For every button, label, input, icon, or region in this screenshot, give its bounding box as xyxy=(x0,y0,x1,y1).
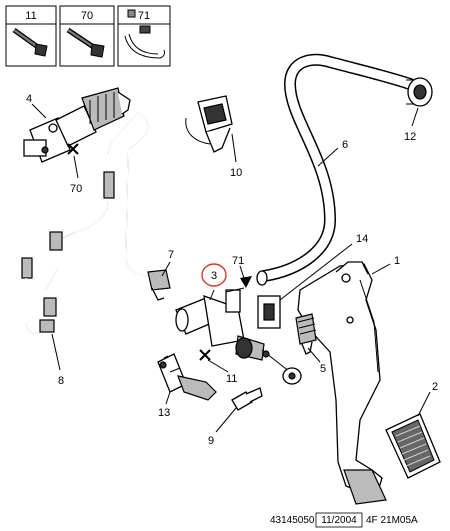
footer-ref-number: 43145050 xyxy=(270,515,315,526)
part-9-pin xyxy=(231,387,263,411)
part-12-grommet xyxy=(406,77,433,107)
part-4-slave-cylinder xyxy=(23,87,131,163)
fastener-marker-70 xyxy=(67,143,79,155)
bolt-icon xyxy=(66,27,105,58)
callout-12: 12 xyxy=(404,131,416,143)
callout-8: 8 xyxy=(58,375,64,387)
part-6-hose xyxy=(256,53,416,286)
hose-clamp-icon xyxy=(124,9,165,59)
callout-71: 71 xyxy=(232,255,244,267)
footer-code: 4F 21M05A xyxy=(366,515,418,526)
arrow-71 xyxy=(240,276,252,288)
callout-10: 10 xyxy=(230,167,242,179)
leader-lines xyxy=(31,103,431,433)
header-box-70-label: 70 xyxy=(81,10,93,22)
callout-11: 11 xyxy=(226,373,237,385)
callout-4: 4 xyxy=(26,93,32,105)
callout-70: 70 xyxy=(70,183,82,195)
header-box-70: 70 xyxy=(59,5,115,67)
header-box-71: 71 xyxy=(117,5,171,67)
header-box-71-label: 71 xyxy=(138,10,150,22)
callout-5: 5 xyxy=(320,363,326,375)
fastener-marker-11 xyxy=(199,349,211,361)
header-box-11: 11 xyxy=(5,5,57,67)
callout-3: 3 xyxy=(211,270,217,282)
callout-14: 14 xyxy=(356,233,368,245)
footer-reference: 43145050 11/2004 4F 21M05A xyxy=(270,512,418,528)
part-3-master-cylinder xyxy=(175,287,302,385)
callout-6: 6 xyxy=(342,139,348,151)
callout-2: 2 xyxy=(432,381,438,393)
callout-7: 7 xyxy=(168,249,174,261)
part-5-switch xyxy=(295,313,317,355)
part-14-bracket xyxy=(257,295,281,329)
callout-1: 1 xyxy=(394,255,400,267)
bolt-icon xyxy=(12,27,48,57)
part-2-pedal-pad xyxy=(385,413,441,479)
highlight-ring xyxy=(201,263,227,287)
footer-date: 11/2004 xyxy=(321,515,357,526)
part-10-connector xyxy=(185,95,233,153)
header-box-11-label: 11 xyxy=(25,10,36,22)
part-13-switch xyxy=(157,353,217,401)
callout-9: 9 xyxy=(208,435,214,447)
part-7-pipe-union xyxy=(147,269,171,301)
part-8-hydraulic-pipe xyxy=(21,111,151,334)
callout-13: 13 xyxy=(158,407,170,419)
part-1-pedal-arm xyxy=(297,261,387,505)
